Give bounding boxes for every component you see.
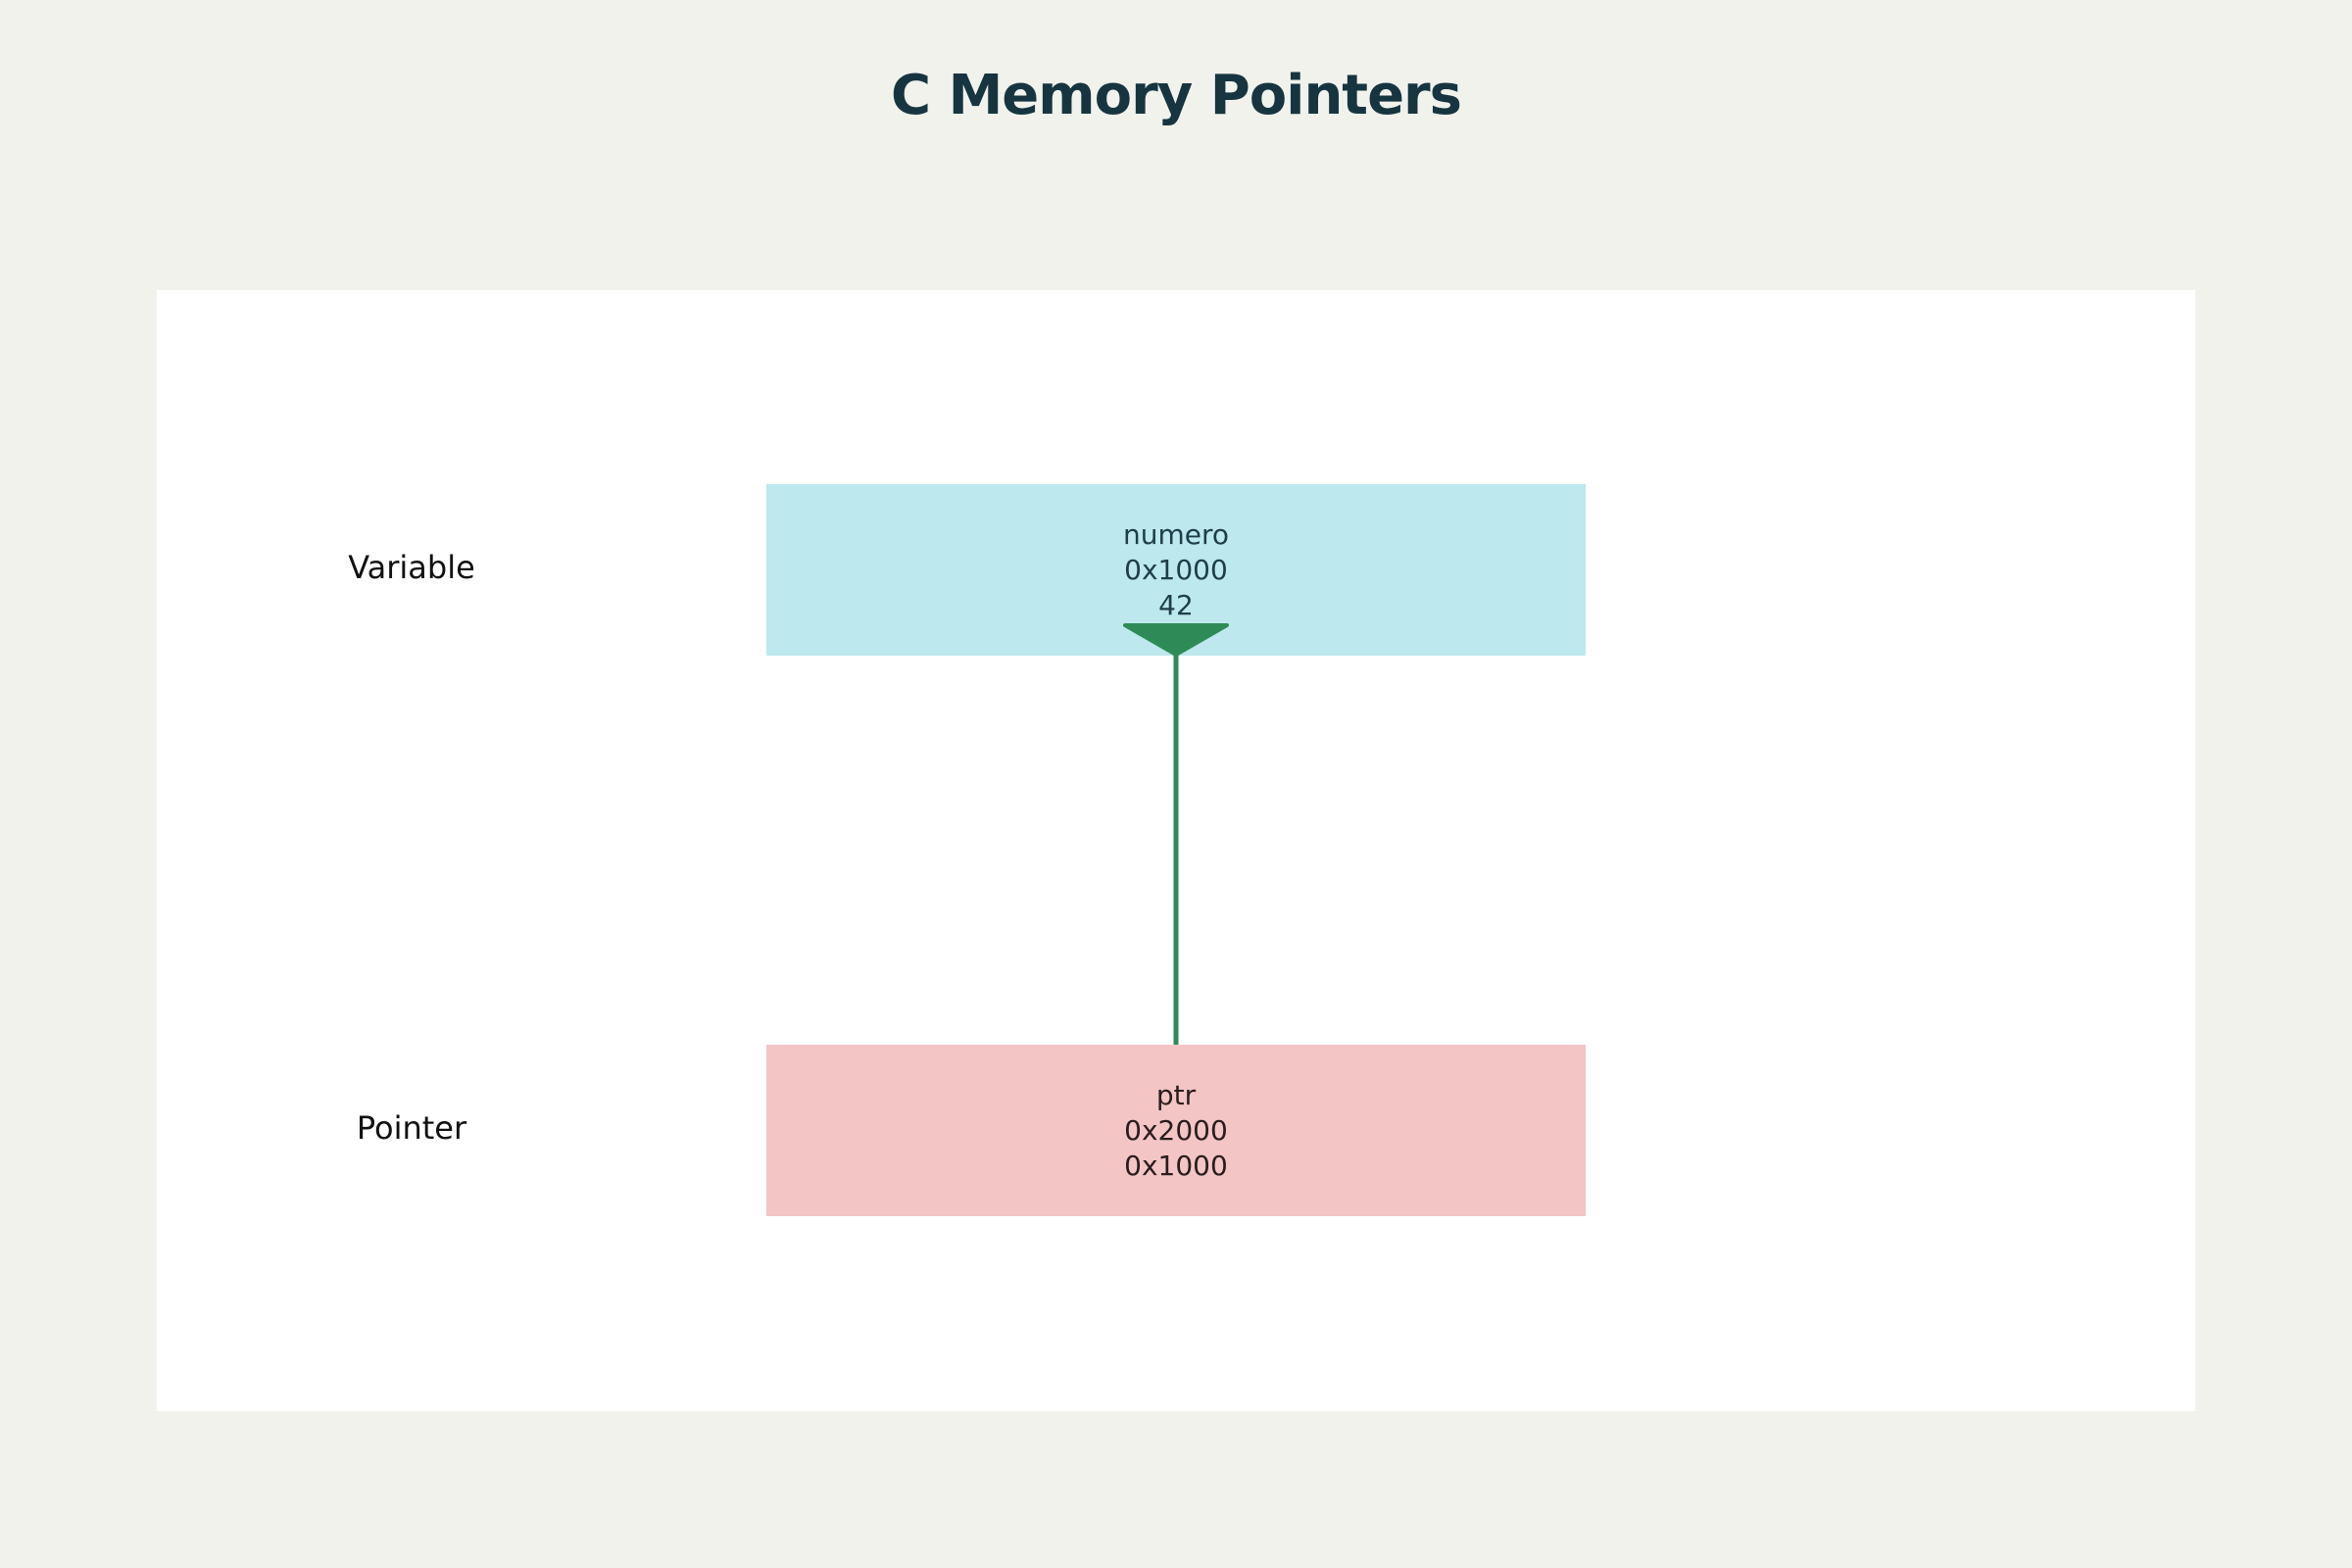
pointer-memory-cell: ptr 0x2000 0x1000 [766, 1045, 1586, 1216]
page-title: C Memory Pointers [890, 64, 1462, 127]
variable-value: 42 [1158, 588, 1194, 621]
diagram-panel [157, 290, 2195, 1411]
variable-name: numero [1122, 517, 1230, 551]
variable-address: 0x1000 [1124, 553, 1228, 586]
pointer-row-label: Pointer [356, 1109, 467, 1147]
pointer-address: 0x2000 [1124, 1113, 1228, 1147]
variable-memory-cell: numero 0x1000 42 [766, 484, 1586, 656]
pointer-value: 0x1000 [1124, 1149, 1228, 1182]
pointer-name: ptr [1155, 1078, 1197, 1111]
variable-row-label: Variable [348, 549, 475, 586]
